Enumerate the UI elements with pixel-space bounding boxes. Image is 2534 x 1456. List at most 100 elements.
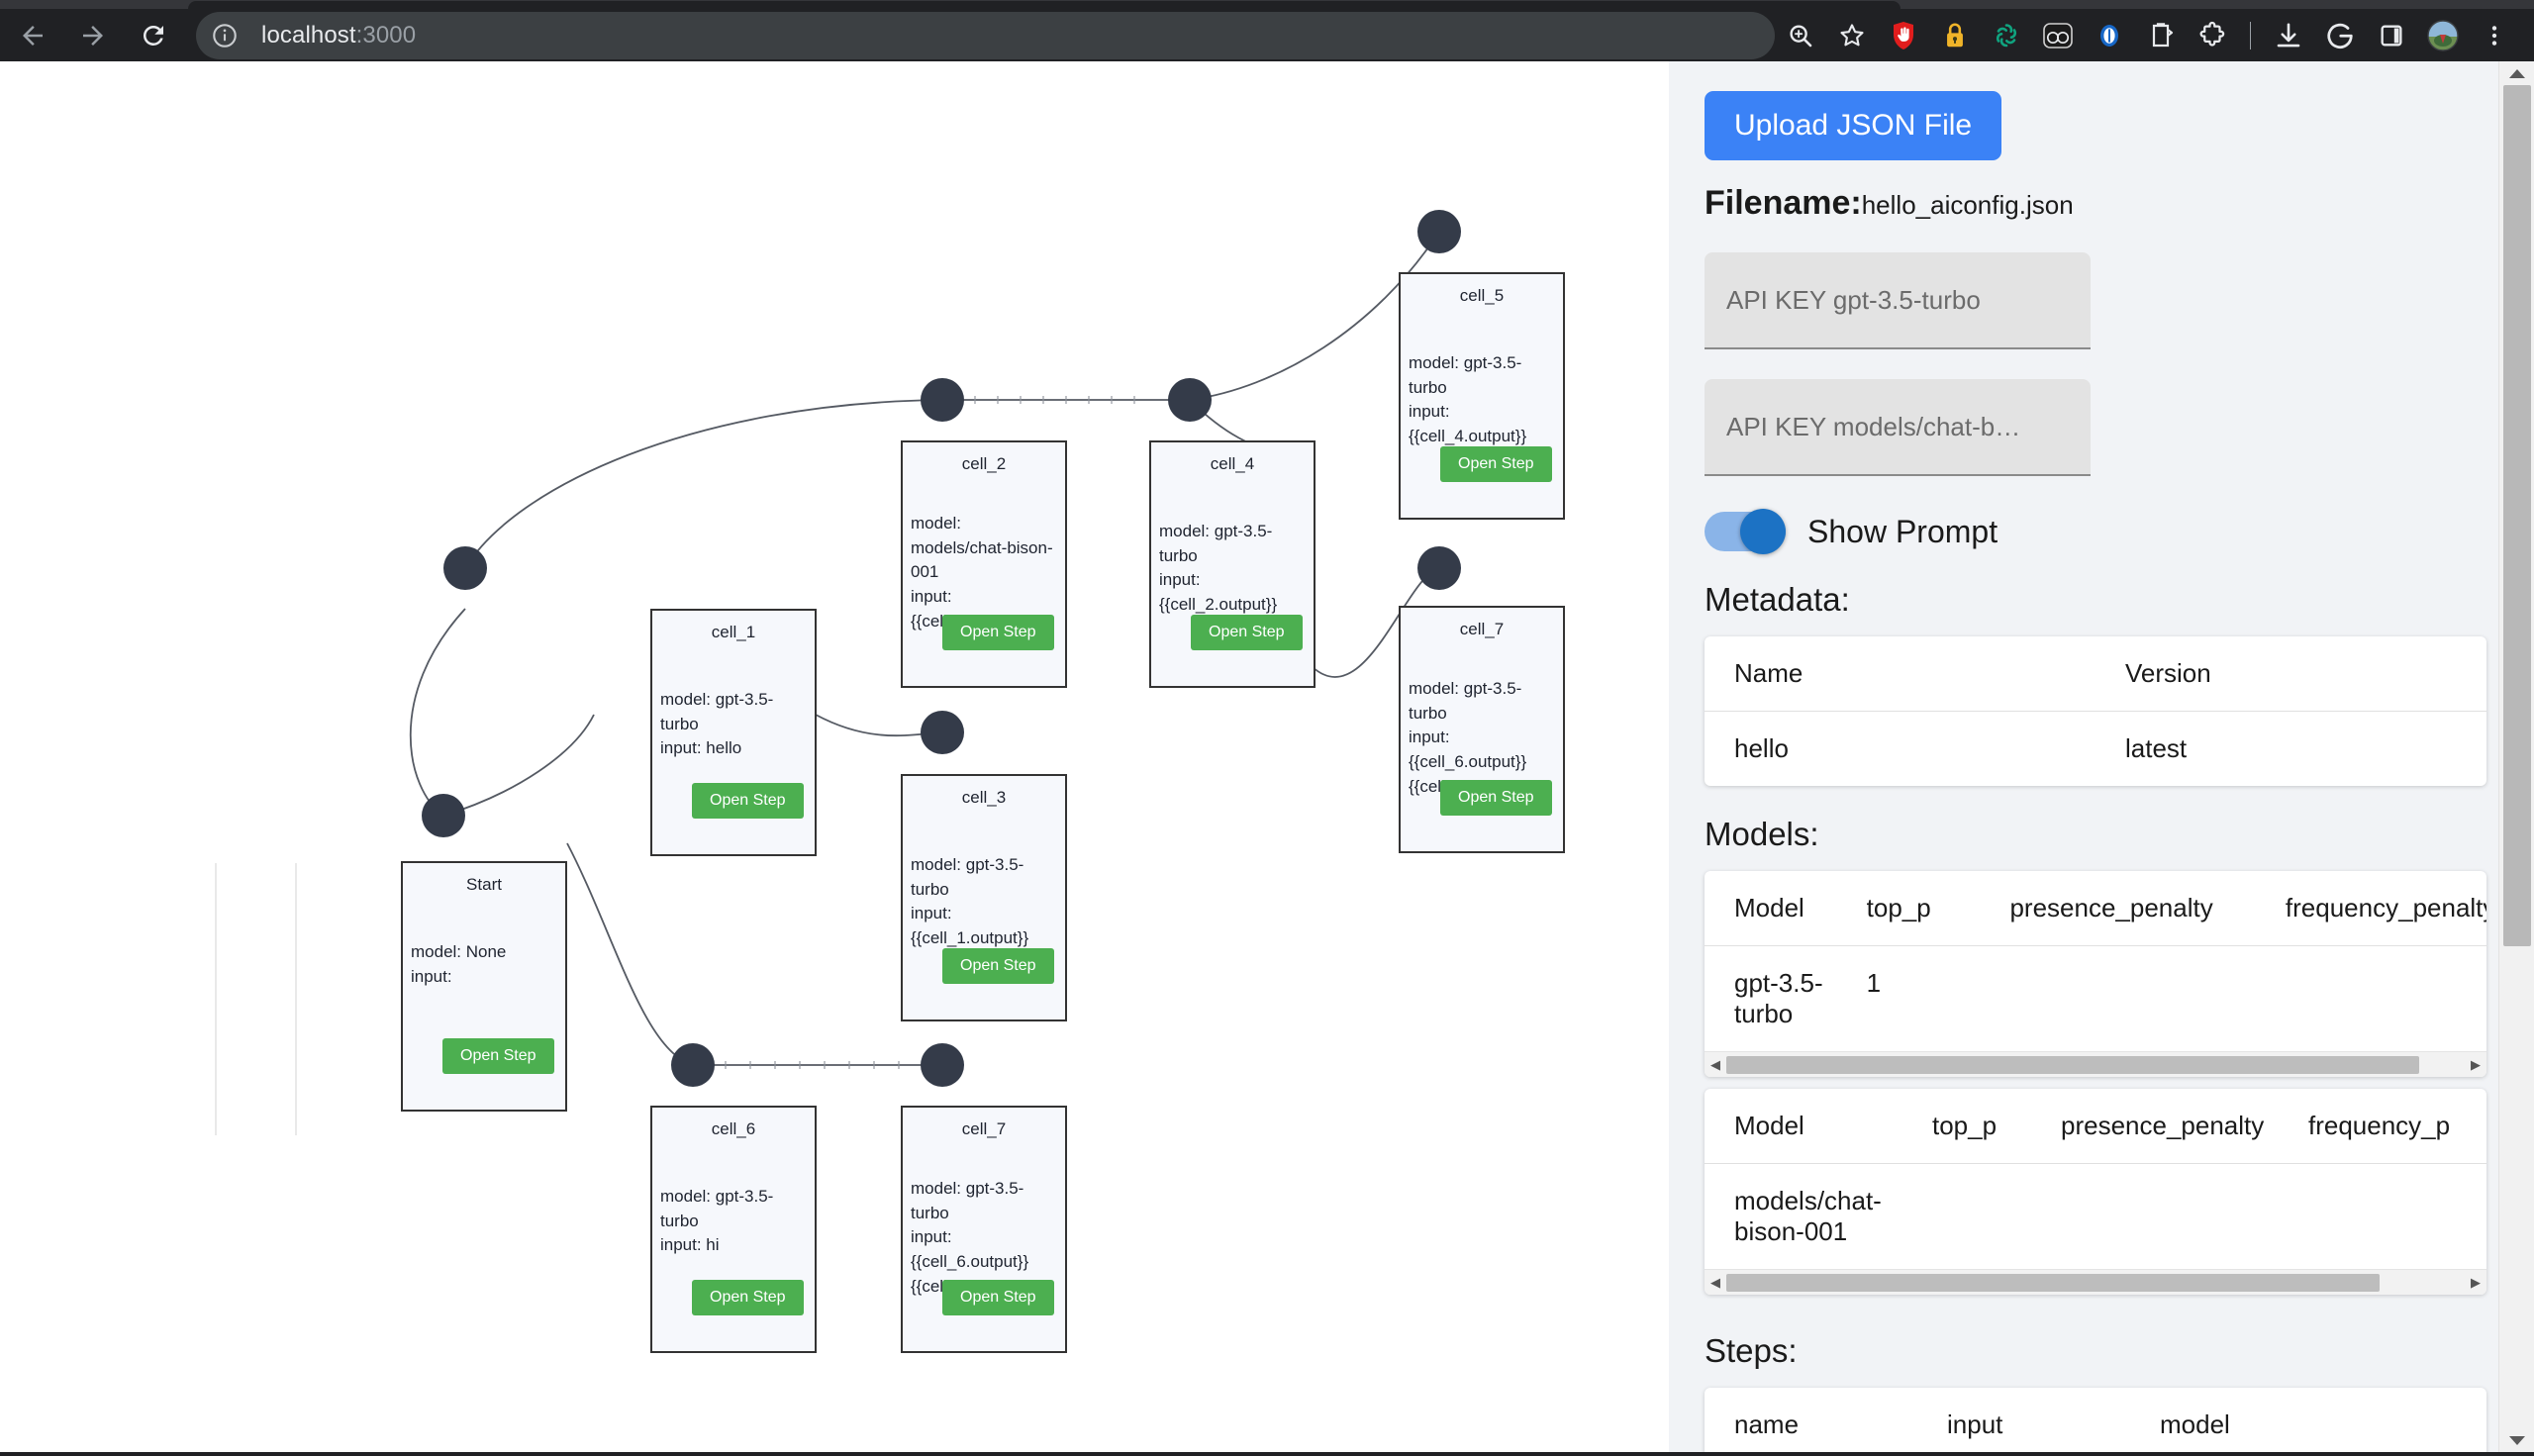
api-key-input-chat-bison[interactable]: API KEY models/chat-b…: [1705, 379, 2091, 476]
open-step-button[interactable]: Open Step: [1440, 780, 1552, 816]
graph-node-start[interactable]: Start model: None input: Open Step: [401, 861, 567, 1112]
scroll-left-arrow-icon[interactable]: ◀: [1710, 1057, 1720, 1072]
open-step-button[interactable]: Open Step: [942, 948, 1054, 984]
scroll-down-arrow-icon[interactable]: [2499, 1428, 2534, 1452]
graph-junction-dot: [921, 378, 964, 422]
openai-extension-icon[interactable]: [1981, 10, 2032, 61]
zoom-icon[interactable]: [1775, 10, 1826, 61]
cell-presence_penalty: [1980, 946, 2255, 1052]
hscroll-thumb[interactable]: [1726, 1273, 2380, 1292]
goggles-extension-icon[interactable]: [2032, 10, 2084, 61]
metadata-table-card: Name Version hello latest: [1705, 636, 2486, 786]
graph-node-cell_1[interactable]: cell_1 model: gpt-3.5-turbo input: hello…: [650, 609, 817, 856]
graph-node-cell_4[interactable]: cell_4 model: gpt-3.5-turbo input: {{cel…: [1149, 440, 1316, 688]
url-port: :3000: [355, 21, 417, 49]
graph-node-cell_7-right[interactable]: cell_7 model: gpt-3.5-turbo input: {{cel…: [1399, 606, 1565, 853]
open-step-button[interactable]: Open Step: [692, 783, 804, 819]
column-header-presence_penalty: presence_penalty: [1980, 871, 2256, 946]
node-title: cell_4: [1210, 454, 1255, 473]
upload-json-file-button[interactable]: Upload JSON File: [1705, 91, 2002, 160]
profile-avatar[interactable]: [2417, 10, 2469, 61]
chrome-menu-icon[interactable]: [2469, 10, 2520, 61]
open-step-button[interactable]: Open Step: [692, 1280, 804, 1315]
tab-strip: [0, 0, 2534, 9]
browser-chrome: localhost:3000: [0, 0, 2534, 61]
address-bar-text: localhost:3000: [261, 22, 416, 49]
models-table-2-hscrollbar[interactable]: ◀ ▶: [1705, 1269, 2486, 1295]
column-header-top_p: top_p: [1902, 1089, 2031, 1164]
clipboard-extension-icon[interactable]: [2135, 10, 2187, 61]
browser-toolbar: localhost:3000: [0, 9, 2534, 61]
node-model-line: model: None: [411, 942, 507, 961]
scroll-right-arrow-icon[interactable]: ▶: [2471, 1275, 2481, 1290]
google-account-icon[interactable]: [2314, 10, 2366, 61]
active-tab[interactable]: [188, 1, 1900, 9]
column-header-model: model: [2130, 1388, 2486, 1452]
graph-node-cell_3[interactable]: cell_3 model: gpt-3.5-turbo input: {{cel…: [901, 774, 1067, 1021]
graph-node-cell_6[interactable]: cell_6 model: gpt-3.5-turbo input: hi Op…: [650, 1106, 817, 1353]
models-table-1-hscrollbar[interactable]: ◀ ▶: [1705, 1051, 2486, 1077]
table-row: models/chat-bison-001: [1705, 1164, 2486, 1270]
node-title: cell_6: [711, 1119, 756, 1138]
open-step-button[interactable]: Open Step: [942, 1280, 1054, 1315]
page-vertical-scrollbar[interactable]: [2498, 61, 2534, 1452]
graph-junction-dot: [921, 1043, 964, 1087]
cell-presence_penalty: [2031, 1164, 2279, 1270]
node-model-line: model: gpt-3.5-turbo: [660, 1187, 774, 1230]
reload-button[interactable]: [126, 8, 180, 63]
graph-junction-dot: [1168, 378, 1212, 422]
back-button[interactable]: [6, 8, 60, 63]
graph-node-cell_7-bottom[interactable]: cell_7 model: gpt-3.5-turbo input: {{cel…: [901, 1106, 1067, 1353]
extensions-puzzle-icon[interactable]: [2187, 10, 2238, 61]
open-step-button[interactable]: Open Step: [1440, 446, 1552, 482]
ublock-origin-extension-icon[interactable]: [1878, 10, 1929, 61]
scroll-up-arrow-icon[interactable]: [2499, 61, 2534, 85]
password-manager-lock-icon[interactable]: [1929, 10, 1981, 61]
models-table-1: Model top_p presence_penalty frequency_p…: [1705, 871, 2486, 1051]
node-model-line: model: models/chat-bison-001: [911, 514, 1053, 582]
node-title: cell_7: [961, 1119, 1007, 1138]
hscroll-thumb[interactable]: [1726, 1055, 2419, 1074]
open-step-button[interactable]: Open Step: [442, 1038, 554, 1074]
steps-table: name input model cell_1 hello gpt-3.5-tu…: [1705, 1388, 2486, 1452]
onetab-extension-icon[interactable]: [2084, 10, 2135, 61]
graph-node-cell_2[interactable]: cell_2 model: models/chat-bison-001 inpu…: [901, 440, 1067, 688]
cell-frequency_penalty: [2279, 1164, 2486, 1270]
page-content: Start model: None input: Open Step cell_…: [0, 61, 2534, 1452]
url-host: localhost: [261, 21, 356, 49]
node-model-line: model: gpt-3.5-turbo: [911, 855, 1024, 899]
scroll-right-arrow-icon[interactable]: ▶: [2471, 1057, 2481, 1072]
metadata-table: Name Version hello latest: [1705, 636, 2486, 786]
node-input-line: input: {{cell_6.output}}: [1409, 728, 1527, 771]
cell-model: gpt-3.5-turbo: [1734, 968, 1823, 1028]
graph-junction-dot: [1417, 210, 1461, 253]
open-step-button[interactable]: Open Step: [942, 615, 1054, 650]
side-panel-icon[interactable]: [2366, 10, 2417, 61]
node-title: cell_3: [961, 788, 1007, 807]
column-header-version: Version: [2095, 636, 2486, 712]
filename-row: Filename: hello_aiconfig.json: [1705, 184, 2463, 223]
node-model-line: model: gpt-3.5-turbo: [1159, 522, 1273, 565]
table-header-row: Model top_p presence_penalty frequency_p…: [1705, 871, 2486, 946]
node-model-line: model: gpt-3.5-turbo: [1409, 353, 1522, 397]
toolbar-divider: [2250, 21, 2252, 49]
config-side-panel-content: Upload JSON File Filename: hello_aiconfi…: [1669, 61, 2498, 1452]
cell-version: latest: [2125, 733, 2188, 763]
api-key-input-gpt35turbo[interactable]: API KEY gpt-3.5-turbo: [1705, 252, 2091, 349]
show-prompt-toggle[interactable]: [1705, 509, 1786, 554]
info-circle-icon[interactable]: [206, 17, 244, 54]
downloads-icon[interactable]: [2263, 10, 2314, 61]
workflow-graph-canvas[interactable]: Start model: None input: Open Step cell_…: [0, 61, 1669, 1452]
scroll-left-arrow-icon[interactable]: ◀: [1710, 1275, 1720, 1290]
graph-junction-dot: [422, 794, 465, 837]
node-model-line: model: gpt-3.5-turbo: [1409, 679, 1522, 723]
bookmark-star-icon[interactable]: [1826, 10, 1878, 61]
models-heading: Models:: [1705, 816, 1819, 852]
models-table-2: Model top_p presence_penalty frequency_p…: [1705, 1089, 2486, 1269]
vertical-scroll-thumb[interactable]: [2503, 85, 2531, 946]
open-step-button[interactable]: Open Step: [1191, 615, 1303, 650]
cell-top_p: 1: [1866, 968, 1882, 998]
address-bar[interactable]: localhost:3000: [196, 11, 1776, 59]
graph-node-cell_5[interactable]: cell_5 model: gpt-3.5-turbo input: {{cel…: [1399, 272, 1565, 520]
forward-button[interactable]: [66, 8, 121, 63]
